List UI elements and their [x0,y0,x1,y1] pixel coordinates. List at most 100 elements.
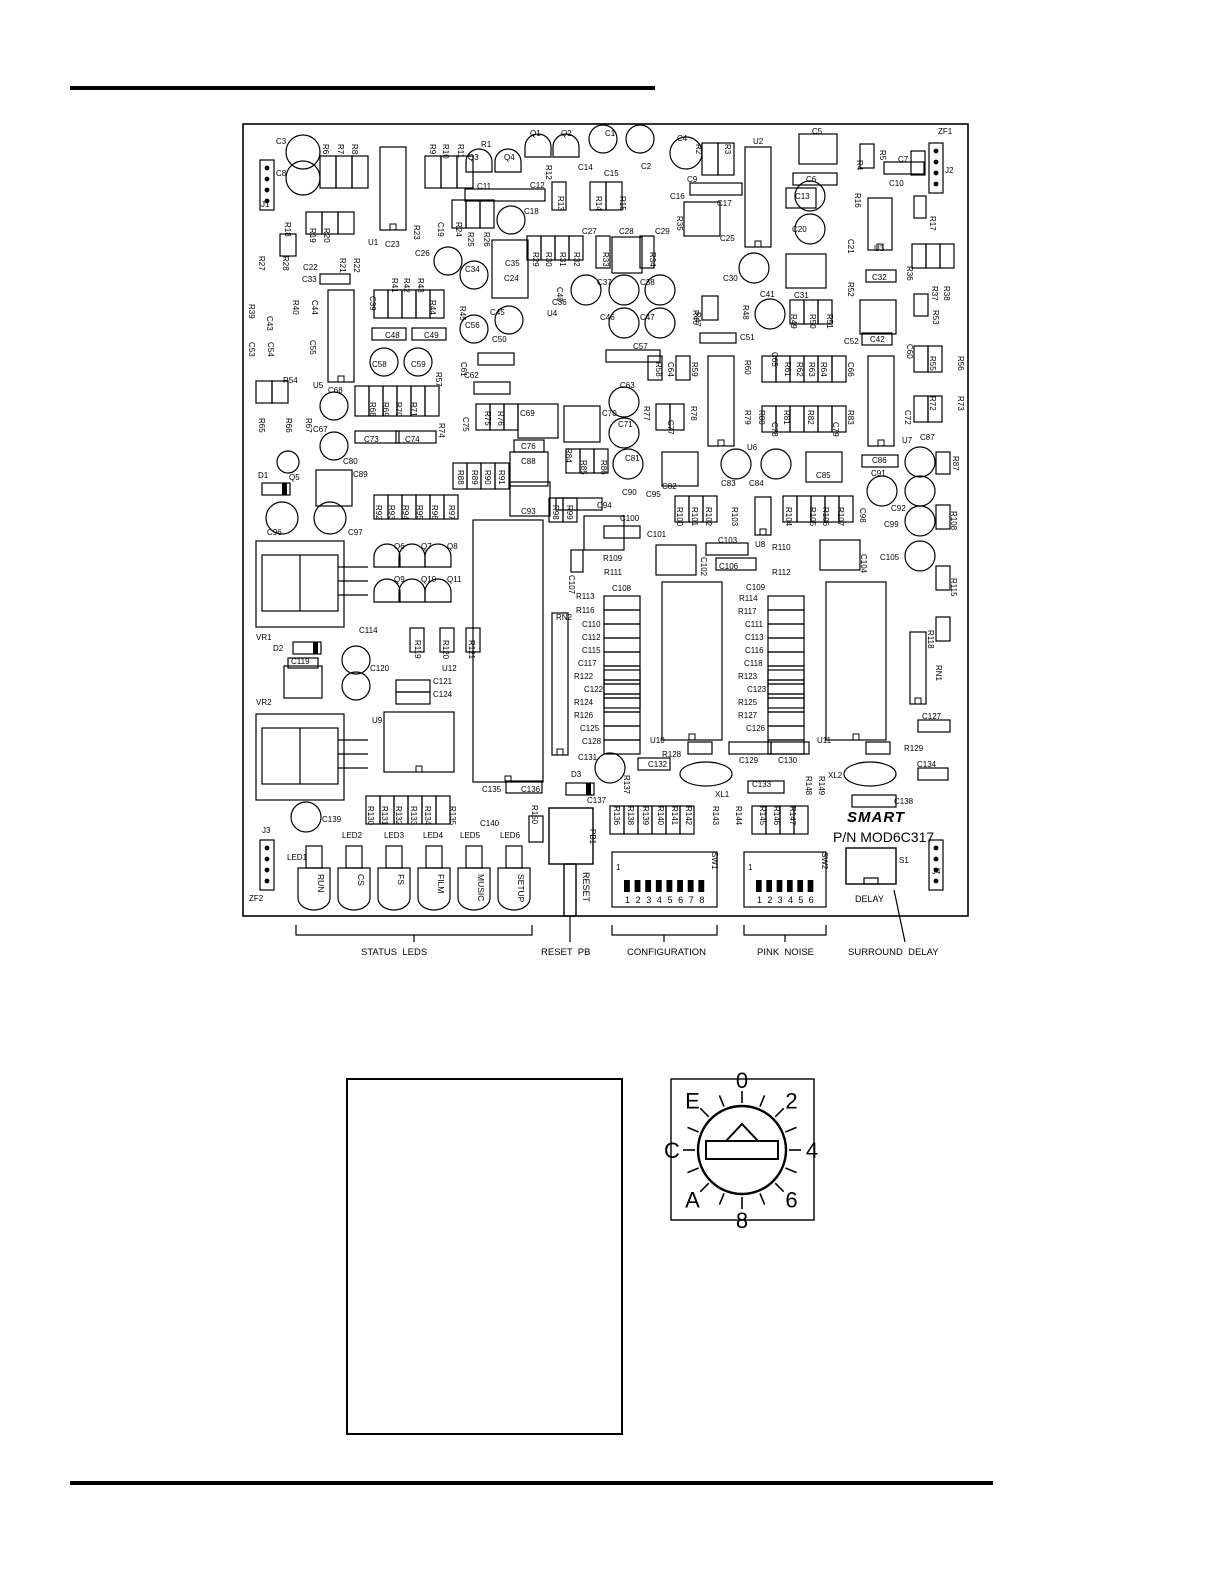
component-designator: C69 [520,409,535,418]
resistor-footprint [789,405,805,433]
electrolytic-capacitor [754,298,786,330]
bottom-rule [70,1481,993,1485]
component-designator: C105 [880,553,900,562]
resistor-footprint [838,495,854,523]
component-designator: R63 [807,362,816,377]
electrolytic-capacitor [319,431,349,461]
component-designator: C139 [322,815,342,824]
component-designator: R21 [338,258,347,273]
component-designator: C127 [922,712,942,721]
ic-footprint [472,519,544,783]
resistor-footprint [702,495,718,523]
callout-surround-delay: SURROUND DELAY [848,947,939,958]
square-component [819,539,861,571]
rotary-tick [718,1095,725,1107]
component-designator: C84 [749,479,764,488]
dip-switch-pin1: 1 [616,863,621,872]
resistor-footprint [831,405,847,433]
reset-pushbutton-label: RESET [581,872,591,903]
component-designator: C36 [552,298,567,307]
ic-notch [415,765,423,773]
rotary-tick [785,1126,797,1133]
component-designator: C109 [746,583,766,592]
component-designator: C23 [385,240,400,249]
resistor-footprint [568,235,584,261]
component-designator: R17 [928,216,937,231]
component-designator: C85 [816,471,831,480]
electrolytic-capacitor [265,501,299,535]
resistor-footprint [255,380,273,404]
component-designator: Q6 [394,542,405,551]
component-designator: Q3 [468,153,479,162]
electrolytic-capacitor [341,645,371,675]
component-designator: R79 [743,410,752,425]
component-designator: R32 [572,252,581,267]
component-designator: U9 [372,716,383,725]
component-designator: R9 [428,144,437,155]
resistor-footprint [701,295,719,321]
component-designator: ZF1 [938,127,953,136]
resistor-footprint [935,565,951,591]
component-designator: R135 [448,806,457,826]
capacitor-footprint [851,794,897,808]
callout-configuration: CONFIGURATION [627,947,706,958]
trim-pot [255,713,345,801]
component-designator: C129 [739,756,759,765]
dip-switch-lever [624,880,630,892]
electrolytic-capacitor [290,801,322,833]
component-designator: C133 [752,780,772,789]
component-designator: C102 [699,557,708,577]
header-pin [933,878,939,884]
component-designator: R62 [795,362,804,377]
component-designator: C33 [302,275,317,284]
component-designator: R67 [304,418,313,433]
header-connector [928,142,944,194]
component-designator: D3 [571,770,582,779]
electrolytic-capacitor [760,448,792,480]
capacitor-footprint [689,182,743,196]
resistor-footprint [831,355,847,383]
capacitor-footprint [473,381,511,395]
component-designator: R109 [603,554,623,563]
resistor-footprint [913,395,929,423]
status-led [457,867,491,911]
component-designator: U11 [817,736,832,745]
component-designator: C86 [872,456,887,465]
board-outline [242,123,969,917]
component-designator: R118 [926,630,935,649]
component-designator: C15 [604,169,619,178]
square-component [798,133,838,165]
component-designator: R129 [904,744,924,753]
status-led [337,867,371,911]
dip-switch-lever [766,880,773,892]
component-designator: C113 [745,633,764,642]
component-designator: R132 [394,806,403,826]
component-designator: C16 [670,192,685,201]
resistor-footprint [570,549,584,573]
resistor-footprint [910,150,926,176]
component-designator: C132 [648,760,668,769]
capacitor-footprint [505,780,543,794]
ic-footprint [327,289,355,383]
component-designator: C34 [465,265,480,274]
ic-footprint [909,631,927,705]
dip-switch-lever [807,880,814,892]
component-designator: SW1 [710,852,719,870]
header-pin [264,198,270,204]
square-component [563,405,601,443]
status-led [297,867,331,911]
component-designator: C106 [719,562,739,571]
capacitor-footprint [705,542,749,556]
component-designator: LED2 [342,831,363,840]
header-pin [933,856,939,862]
capacitor-footprint [767,665,805,681]
component-designator: R128 [662,750,682,759]
component-designator: C96 [267,528,282,537]
capacitor-footprint [767,623,805,639]
rotary-tick [785,1167,797,1174]
component-designator: LED4 [423,831,444,840]
diode-band [586,783,591,795]
resistor-footprint [551,181,567,211]
